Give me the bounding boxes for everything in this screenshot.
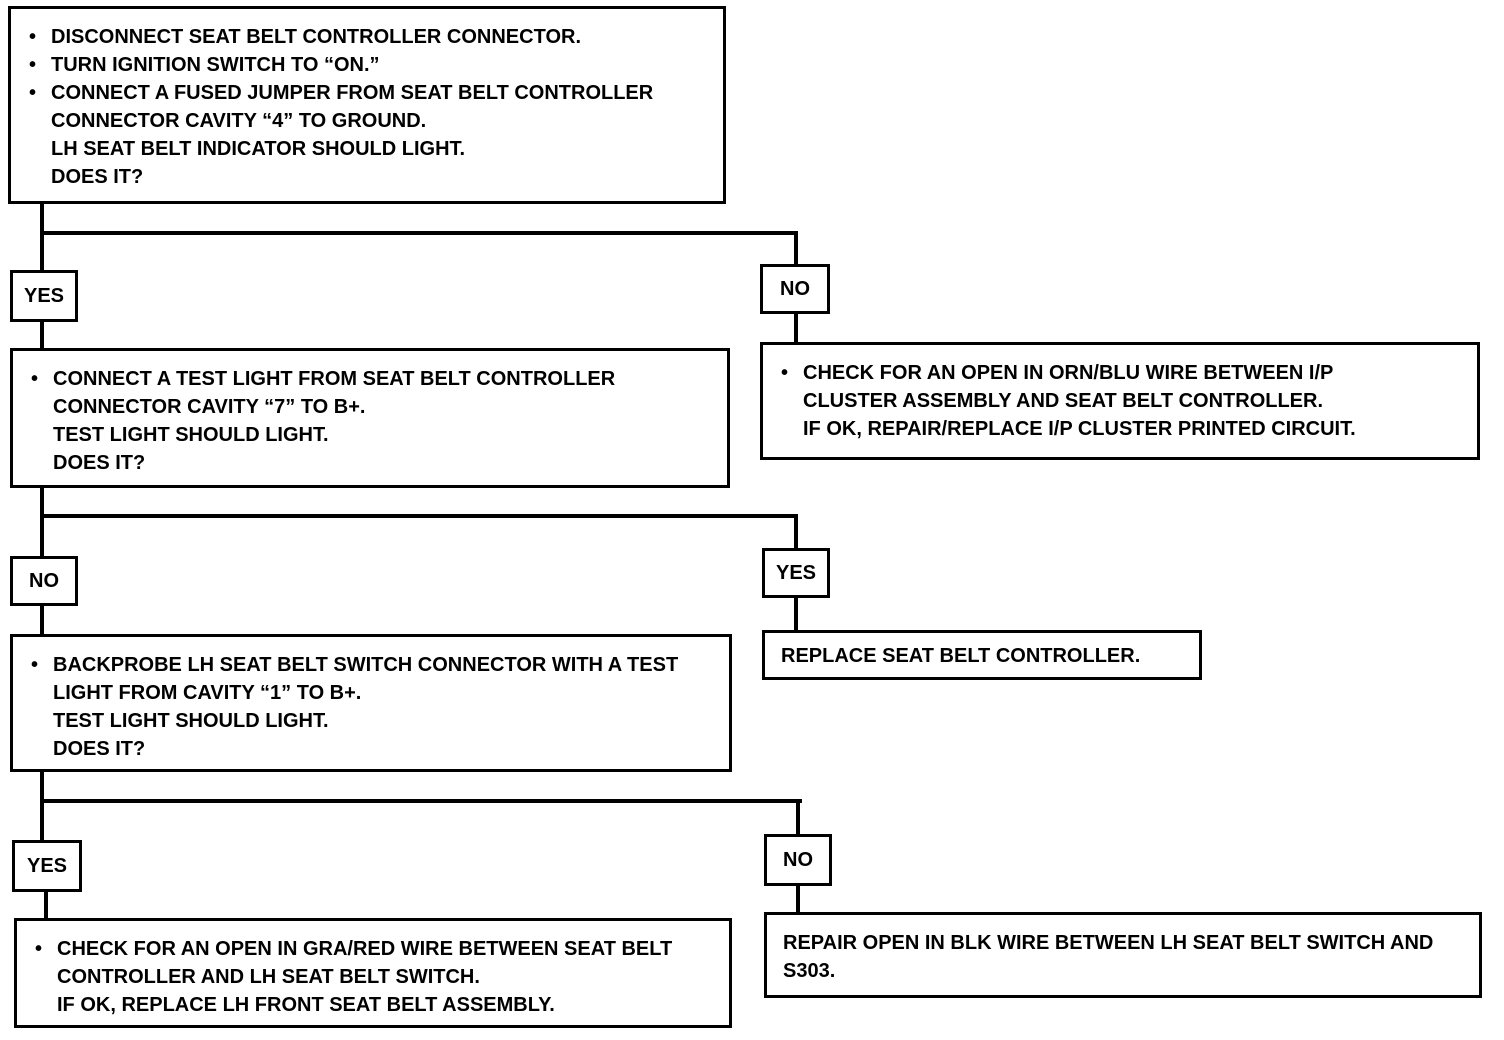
step-1-box: DISCONNECT SEAT BELT CONTROLLER CONNECTO…	[8, 6, 726, 204]
step-2-no-label: NO	[10, 556, 78, 606]
step-3-instruction: BACKPROBE LH SEAT BELT SWITCH CONNECTOR …	[29, 651, 713, 707]
step-3-yes-label: YES	[12, 840, 82, 892]
step-1-expectation: LH SEAT BELT INDICATOR SHOULD LIGHT.	[51, 138, 466, 160]
step-1-yes-label: YES	[10, 270, 78, 322]
step-1-no-label: NO	[760, 264, 830, 314]
no-1-result-instruction: CHECK FOR AN OPEN IN ORN/BLU WIRE BETWEE…	[779, 359, 1423, 415]
step-3-no-label: NO	[764, 834, 832, 886]
connector-line	[794, 514, 798, 550]
step-2-yes-label: YES	[762, 548, 830, 598]
connector-line	[40, 231, 798, 235]
no-3-result-box: REPAIR OPEN IN BLK WIRE BETWEEN LH SEAT …	[764, 912, 1482, 998]
step-2-expectation: TEST LIGHT SHOULD LIGHT.	[53, 424, 329, 446]
step-2-instruction: CONNECT A TEST LIGHT FROM SEAT BELT CONT…	[29, 365, 713, 421]
connector-line	[40, 322, 44, 350]
step-3-question: DOES IT?	[53, 738, 146, 760]
step-3-expectation: TEST LIGHT SHOULD LIGHT.	[53, 710, 329, 732]
connector-line	[40, 486, 44, 556]
step-3-box: BACKPROBE LH SEAT BELT SWITCH CONNECTOR …	[10, 634, 732, 772]
step-1-instruction: CONNECT A FUSED JUMPER FROM SEAT BELT CO…	[27, 79, 671, 135]
step-2-question: DOES IT?	[53, 452, 146, 474]
yes-3-result-instruction: CHECK FOR AN OPEN IN GRA/RED WIRE BETWEE…	[33, 935, 717, 991]
no-1-result-box: CHECK FOR AN OPEN IN ORN/BLU WIRE BETWEE…	[760, 342, 1480, 460]
connector-line	[44, 890, 48, 920]
connector-line	[796, 884, 800, 914]
connector-line	[40, 204, 44, 270]
connector-line	[40, 514, 798, 518]
yes-2-result-text: REPLACE SEAT BELT CONTROLLER.	[781, 645, 1141, 667]
connector-line	[794, 598, 798, 632]
step-1-question: DOES IT?	[51, 166, 144, 188]
yes-2-result-box: REPLACE SEAT BELT CONTROLLER.	[762, 630, 1202, 680]
no-1-result-note: IF OK, REPAIR/REPLACE I/P CLUSTER PRINTE…	[803, 418, 1356, 440]
connector-line	[40, 799, 802, 803]
step-1-instruction: DISCONNECT SEAT BELT CONTROLLER CONNECTO…	[27, 23, 707, 51]
step-2-box: CONNECT A TEST LIGHT FROM SEAT BELT CONT…	[10, 348, 730, 488]
connector-line	[40, 770, 44, 842]
step-1-instruction: TURN IGNITION SWITCH TO “ON.”	[27, 51, 707, 79]
connector-line	[794, 231, 798, 264]
connector-line	[796, 799, 800, 835]
yes-3-result-note: IF OK, REPLACE LH FRONT SEAT BELT ASSEMB…	[57, 994, 555, 1016]
yes-3-result-box: CHECK FOR AN OPEN IN GRA/RED WIRE BETWEE…	[14, 918, 732, 1028]
no-3-result-text: REPAIR OPEN IN BLK WIRE BETWEEN LH SEAT …	[783, 932, 1434, 982]
connector-line	[40, 604, 44, 636]
connector-line	[794, 314, 798, 344]
